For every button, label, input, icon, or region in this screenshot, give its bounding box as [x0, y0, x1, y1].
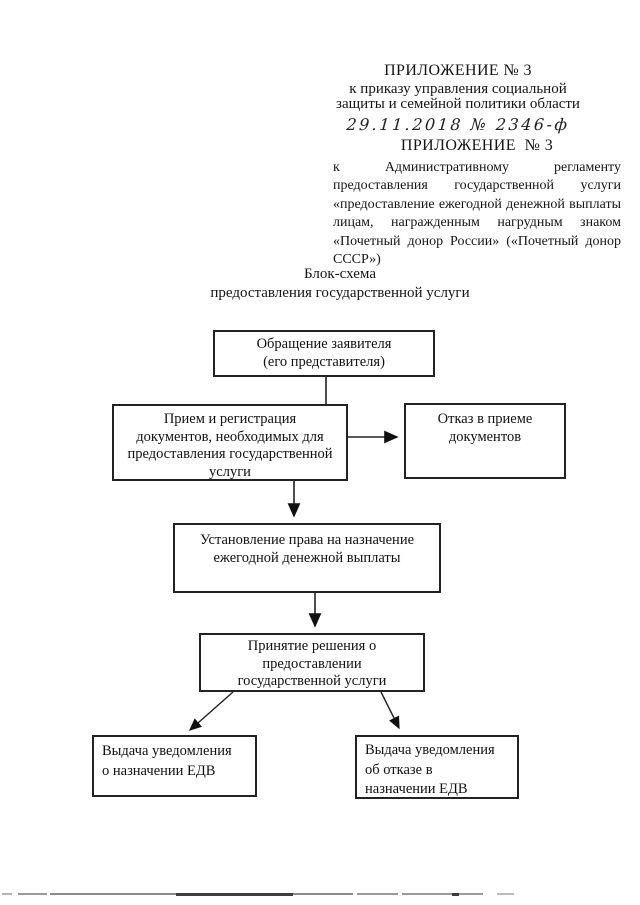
flow-box-line: Обращение заявителя [256, 336, 392, 352]
flow-box-line: Принятие решения о [247, 638, 377, 654]
stamp-block: ПРИЛОЖЕНИЕ № 3 к приказу управления соци… [322, 62, 594, 134]
flow-box-refusal: Отказ в приеме документов [404, 403, 566, 479]
scan-artifact-segment [497, 893, 514, 895]
flow-box-line: назначении ЕДВ [365, 781, 468, 797]
stamp-line-2: защиты и семейной политики области [336, 95, 580, 112]
scan-artifact-segment [402, 893, 483, 895]
arrow-decision-to-notice-grant [188, 691, 234, 731]
scan-artifact-segment [293, 893, 353, 895]
flow-box-line: об отказе в [365, 761, 433, 778]
scan-artifact-segment [357, 893, 398, 895]
appendix-title: ПРИЛОЖЕНИЕ № 3 [400, 137, 554, 154]
flow-box-line: документов, необходимых для [136, 428, 324, 445]
flow-box-line: предоставлении [262, 655, 362, 672]
scan-artifact-line [0, 891, 640, 899]
flow-box-line: ежегодной денежной выплаты [213, 549, 401, 566]
flow-box-line: о назначении ЕДВ [102, 762, 216, 779]
arrow-decision-to-notice-refusal [380, 691, 400, 730]
flow-box-line: Отказ в приеме [437, 411, 533, 427]
flow-box-applicant: Обращение заявителя (его представителя) [213, 330, 435, 377]
scheme-title-line2: предоставления государственной услуги [210, 285, 470, 301]
flow-box-line: Выдача уведомления [365, 742, 495, 758]
appendix-line-last: СССР») [333, 252, 381, 268]
flow-box-line: (его представителя) [263, 353, 385, 370]
scheme-title-line1: Блок-схема [304, 266, 376, 282]
flow-box-reception: Прием и регистрация документов, необходи… [112, 404, 348, 481]
flow-box-notice-refusal: Выдача уведомления об отказе в назначени… [355, 735, 519, 799]
flow-box-line: услуги [209, 463, 251, 480]
flow-box-line: предоставления государственной [127, 446, 333, 462]
flow-box-decision: Принятие решения о предоставлении госуда… [199, 633, 425, 692]
flow-box-line: документов [448, 428, 522, 445]
flow-box-line: Прием и регистрация [163, 411, 297, 427]
flow-box-entitlement: Установление права на назначение ежегодн… [173, 523, 441, 593]
flow-box-line: государственной услуги [237, 673, 387, 689]
stamp-title: ПРИЛОЖЕНИЕ № 3 [384, 62, 532, 79]
flow-box-notice-grant: Выдача уведомления о назначении ЕДВ [92, 735, 257, 797]
scan-artifact-segment [18, 893, 47, 895]
flow-box-line: Выдача уведомления [102, 743, 232, 759]
scan-artifact-segment [50, 893, 176, 895]
scheme-title: Блок-схема предоставления государственно… [40, 265, 640, 303]
handwritten-date-number: 29.11.2018 № 2346-ф [345, 115, 571, 134]
scan-artifact-segment [452, 893, 459, 896]
flow-box-line: Установление права на назначение [199, 532, 415, 548]
stamp-line-1: к приказу управления социальной [349, 81, 567, 97]
scan-artifact-segment [176, 893, 293, 896]
scan-artifact-segment [2, 893, 12, 895]
